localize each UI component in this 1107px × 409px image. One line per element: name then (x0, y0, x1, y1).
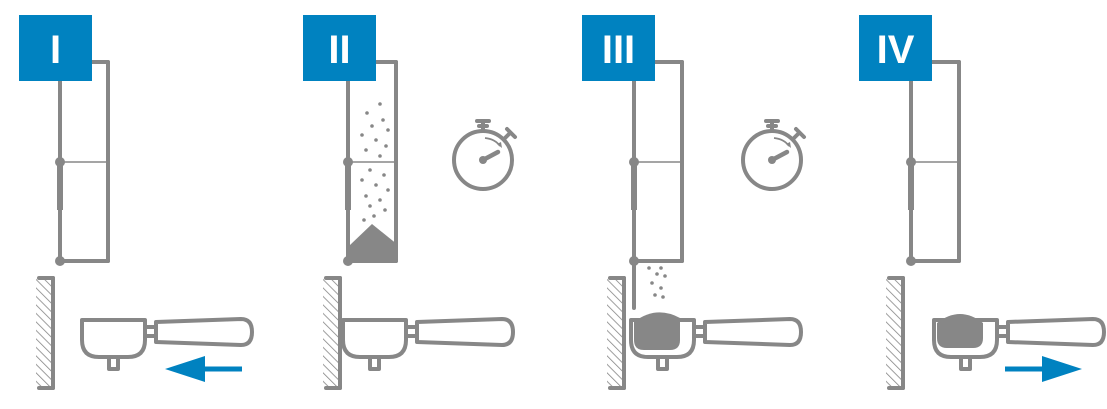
coffee-ground-dot (386, 128, 390, 132)
stopwatch-icon (743, 121, 804, 189)
coffee-ground-dot (382, 173, 386, 177)
step-4: IV (859, 15, 1106, 390)
coffee-ground-dot (374, 138, 378, 142)
coffee-ground-dot (368, 204, 372, 208)
step-label: IV (877, 28, 915, 72)
coffee-ground-dot (378, 198, 382, 202)
coffee-ground-dot (364, 194, 368, 198)
coffee-ground-dot (386, 188, 390, 192)
step-badge (19, 15, 92, 81)
step-label: II (328, 28, 350, 72)
wall-icon (321, 276, 342, 390)
coffee-ground-dot (370, 124, 374, 128)
coffee-ground-dot (659, 286, 663, 290)
coffee-ground-dot (372, 214, 376, 218)
coffee-ground-dot (378, 154, 382, 158)
coffee-ground-dot (362, 218, 366, 222)
coffee-ground-dot (384, 144, 388, 148)
coffee-ground-dot (360, 133, 364, 137)
step-2: II (303, 15, 515, 390)
coffee-ground-dot (374, 183, 378, 187)
step-1: I (19, 15, 254, 390)
coffee-ground-dot (650, 281, 654, 285)
step-badge (303, 15, 376, 81)
arrow-right-icon (1005, 356, 1082, 382)
coffee-grounds-pile (350, 224, 398, 259)
wall-icon (34, 276, 55, 390)
coffee-ground-dot (655, 272, 659, 276)
coffee-ground-dot (368, 168, 372, 172)
step-badge (582, 15, 655, 81)
coffee-ground-dot (659, 266, 663, 270)
step-3: III (582, 15, 804, 390)
coffee-ground-dot (661, 295, 665, 299)
portafilter-icon (341, 317, 515, 371)
grinder-icon (55, 62, 108, 266)
wall-icon (884, 276, 905, 390)
step-label: III (602, 28, 635, 72)
step-label: I (50, 28, 61, 72)
step-badge (859, 15, 932, 81)
coffee-ground-dot (378, 102, 382, 106)
coffee-ground-dot (360, 178, 364, 182)
coffee-grounds-dose (937, 314, 983, 348)
coffee-ground-dot (383, 208, 387, 212)
coffee-ground-dot (364, 148, 368, 152)
arrow-left-icon (165, 356, 242, 382)
coffee-ground-dot (381, 118, 385, 122)
grinder-icon (629, 62, 682, 266)
coffee-ground-dot (653, 293, 657, 297)
grinder-icon (906, 62, 959, 266)
coffee-ground-dot (647, 266, 651, 270)
coffee-ground-dot (663, 274, 667, 278)
coffee-grounds-falling (360, 102, 390, 222)
coffee-ground-dot (365, 111, 369, 115)
portafilter-icon (80, 317, 254, 371)
wall-icon (605, 276, 626, 390)
coffee-grounds-falling (647, 266, 667, 299)
stopwatch-icon (454, 121, 515, 189)
